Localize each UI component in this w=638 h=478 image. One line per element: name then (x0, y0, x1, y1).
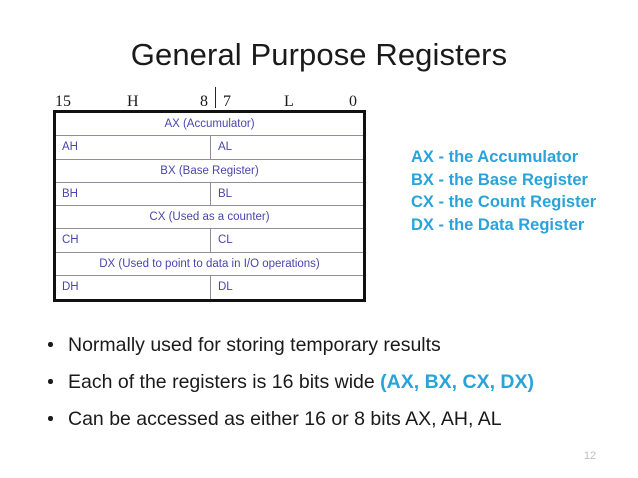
register-row: CH CL (56, 229, 363, 253)
register-row: AH AL (56, 136, 363, 160)
register-row: BH BL (56, 182, 363, 206)
legend-line: BX - the Base Register (411, 170, 588, 189)
list-item-text: Each of the registers is 16 bits wide (68, 371, 381, 393)
register-low-byte-cell: BL (218, 187, 233, 200)
bit-label-high: H (127, 93, 139, 110)
legend-line: CX - the Count Register (411, 193, 597, 211)
register-full-label: CX (Used as a counter) (149, 211, 270, 224)
bit-label-15: 15 (55, 93, 71, 110)
bullet-dot-icon (48, 416, 53, 421)
bullet-list: Normally used for storing temporary resu… (40, 334, 620, 445)
list-item: Can be accessed as either 16 or 8 bits A… (40, 408, 620, 431)
register-row: DH DL (56, 275, 363, 299)
bit-label-low: L (284, 93, 294, 110)
list-item-text: Can be accessed as either 16 or 8 bits A… (68, 408, 502, 430)
register-high-byte-cell: AH (56, 136, 211, 159)
register-low-byte-cell: AL (218, 141, 233, 154)
bit-label-8: 8 (200, 93, 208, 110)
legend-line: DX - the Data Register (411, 215, 585, 234)
bullet-dot-icon (48, 342, 53, 347)
page-number: 12 (583, 450, 597, 462)
register-high-byte-cell: BH (56, 182, 211, 205)
register-row: DX (Used to point to data in I/O operati… (56, 253, 363, 276)
register-row: CX (Used as a counter) (56, 206, 363, 230)
register-legend: AX - the Accumulator BX - the Base Regist… (411, 146, 631, 236)
bit-position-ruler: 15 H 8 7 L 0 (53, 86, 366, 110)
list-item-text: Normally used for storing temporary resu… (68, 334, 441, 356)
register-low-byte-cell: CL (218, 234, 233, 247)
register-full-label: BX (Base Register) (160, 164, 259, 177)
register-low-byte-cell: DL (218, 281, 233, 294)
register-full-label: AX (Accumulator) (164, 118, 255, 131)
legend-line: AX - the Accumulator (411, 148, 579, 166)
page-title: General Purpose Registers (130, 37, 508, 72)
bit-label-0: 0 (349, 93, 357, 110)
register-high-byte-cell: CH (56, 229, 211, 252)
list-item: Normally used for storing temporary resu… (40, 334, 620, 357)
list-item-accent-text: (AX, BX, CX, DX) (380, 371, 535, 393)
register-row: BX (Base Register) (56, 160, 363, 183)
list-item: Each of the registers is 16 bits wide (A… (40, 371, 620, 394)
bit-label-7: 7 (223, 93, 231, 110)
register-full-label: DX (Used to point to data in I/O operati… (99, 257, 320, 270)
bit-divider-tick (215, 87, 216, 108)
register-table: AX (Accumulator) AH AL BX (Base Register) BH… (53, 110, 366, 302)
bullet-dot-icon (48, 379, 53, 384)
register-row: AX (Accumulator) (56, 113, 363, 137)
register-high-byte-cell: DH (56, 275, 211, 299)
